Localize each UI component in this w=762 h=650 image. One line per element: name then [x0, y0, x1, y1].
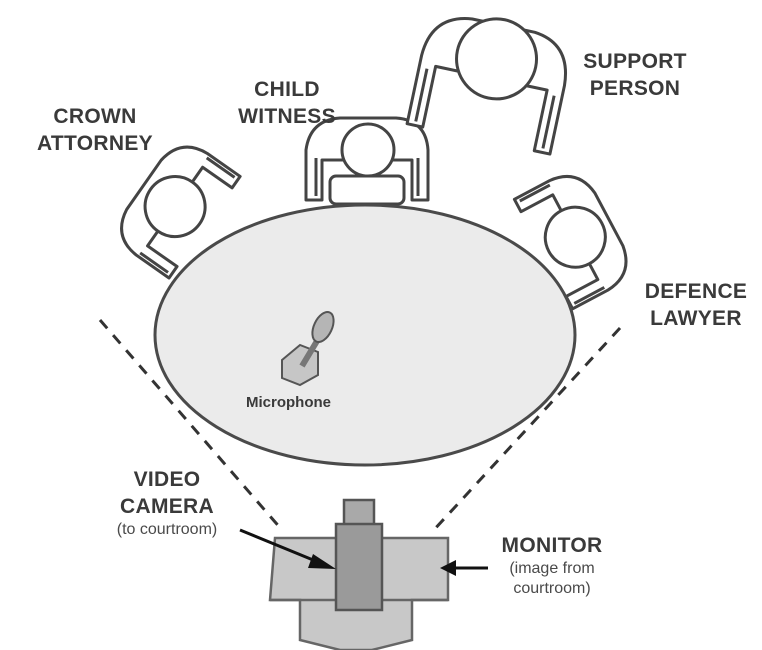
label-support-person: SUPPORT PERSON [560, 48, 710, 102]
label-child-witness-line1: CHILD [254, 78, 320, 101]
label-video-camera-note: (to courtroom) [116, 521, 218, 538]
label-microphone: Microphone [246, 394, 331, 411]
label-child-witness-line2: WITNESS [238, 105, 336, 128]
table [153, 203, 577, 467]
label-support-person-line1: SUPPORT [583, 50, 687, 73]
defence-lawyer-figure [512, 175, 628, 311]
support-person-figure [405, 17, 567, 156]
label-video-camera-line2: CAMERA [120, 495, 214, 518]
camera-view-lines [98, 319, 622, 534]
label-defence-lawyer-line2: LAWYER [650, 307, 742, 330]
label-monitor-note-line2: courtroom) [513, 580, 591, 597]
label-monitor-note-line1: (image from [509, 560, 595, 577]
label-crown-attorney: CROWN ATTORNEY [20, 103, 170, 157]
label-monitor: MONITOR (image from courtroom) [482, 532, 622, 599]
monitor-pointer-arrow [440, 560, 488, 576]
label-video-camera-line1: VIDEO [133, 468, 201, 491]
label-video-camera: VIDEO CAMERA (to courtroom) [92, 466, 242, 540]
label-support-person-line2: PERSON [589, 77, 681, 100]
video-camera-icon [334, 498, 384, 612]
child-witness-figure [304, 116, 430, 206]
label-child-witness: CHILD WITNESS [222, 76, 352, 130]
label-defence-lawyer: DEFENCE LAWYER [632, 278, 760, 332]
label-monitor-title: MONITOR [501, 534, 603, 557]
label-crown-attorney-line1: CROWN [53, 105, 137, 128]
label-crown-attorney-line2: ATTORNEY [37, 132, 153, 155]
camera-pointer-arrow [239, 528, 336, 569]
label-defence-lawyer-line1: DEFENCE [644, 280, 748, 303]
microphone-icon [281, 311, 335, 387]
crown-attorney-figure [120, 145, 242, 280]
